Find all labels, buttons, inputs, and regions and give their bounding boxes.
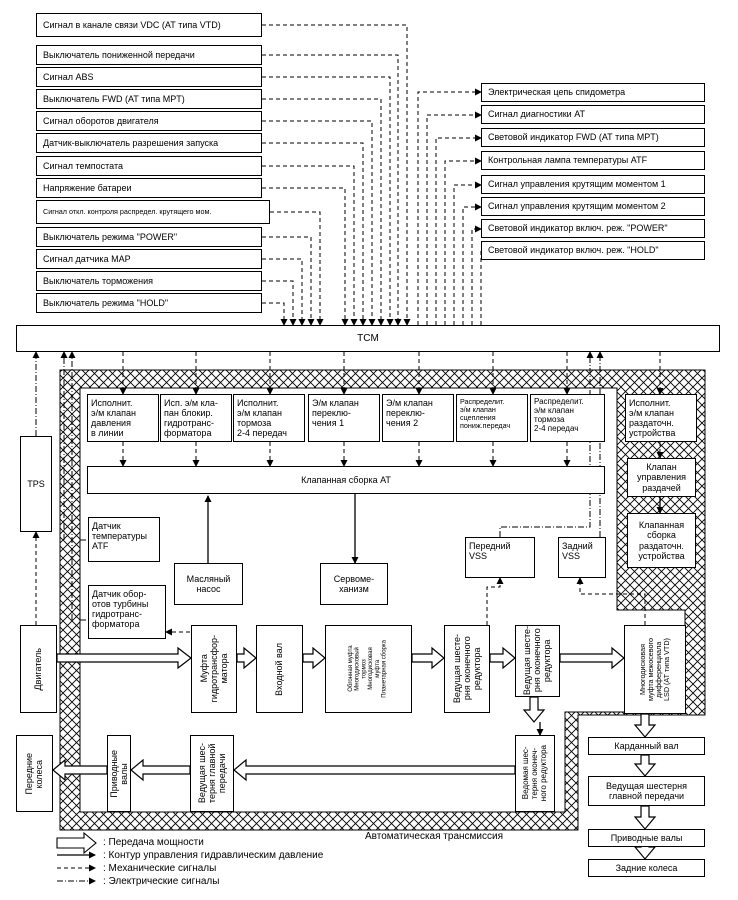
transfer-control-valve: Клапан управления раздачей	[627, 458, 696, 497]
reduction-drive-gear-2: Ведущая шесте- рня оконечного редуктора	[515, 625, 560, 697]
automatic-transmission-label: Автоматическая трансмиссия	[365, 831, 503, 842]
input-power-switch: Выключатель режима "POWER"	[36, 227, 262, 247]
output-torque-control-1: Сигнал управления крутящим моментом 1	[481, 175, 705, 194]
output-hold-indicator: Световой индикатор включ. реж. "HOLD"	[481, 241, 705, 260]
output-signal-lines	[417, 88, 482, 325]
tps-sensor: TPS	[20, 436, 52, 532]
solenoid-2-4-brake-timing: Распределит. э/м клапан тормоза 2-4 пере…	[530, 394, 605, 442]
input-kickdown-switch: Выключатель пониженной передачи	[36, 45, 262, 65]
solenoid-transfer-duty: Исполнит. э/м клапан раздаточн. устройст…	[625, 394, 697, 442]
input-inhibitor-switch: Датчик-выключатель разрешения запуска	[36, 133, 262, 153]
engine: Двигатель	[20, 625, 57, 713]
mechanical-lines	[32, 531, 646, 636]
input-map-sensor: Сигнал датчика MAP	[36, 249, 262, 269]
output-power-indicator: Световой индикатор включ. реж. "POWER"	[481, 219, 705, 238]
legend-symbols	[56, 831, 97, 885]
legend-mechanical-signals: : Механические сигналы	[103, 863, 217, 874]
hydraulic-lines	[204, 494, 664, 736]
electrical-lines	[32, 351, 604, 621]
input-shaft: Входной вал	[256, 625, 303, 713]
power-flow-arrows	[52, 646, 657, 860]
tcm-unit: TCM	[16, 325, 720, 352]
at-valve-body: Клапанная сборка АТ	[87, 466, 605, 494]
front-wheels: Передние колеса	[16, 735, 53, 812]
front-final-drive-gear: Ведущая шес- терня главной передачи	[190, 735, 234, 812]
input-brake-switch: Выключатель торможения	[36, 271, 262, 291]
solenoid-lockup: Исп. э/м кла- пан блокир. гидротранс- фо…	[160, 394, 232, 442]
legend-hydraulic-control: : Контур управления гидравлическим давле…	[103, 850, 324, 861]
input-fwd-switch: Выключатель FWD (АТ типа MPT)	[36, 89, 262, 109]
output-speedometer: Электрическая цепь спидометра	[481, 83, 705, 102]
solenoid-low-clutch-timing: Распределит. э/м клапан сцепления пониж.…	[456, 394, 528, 442]
torque-converter-clutch: Муфта гидротрансфор- матора	[191, 625, 237, 713]
solenoid-shift-2: Э/м клапан переклю- чения 2	[382, 394, 454, 442]
input-vdc-signal: Сигнал в канале связи VDC (АТ типа VTD)	[36, 13, 262, 37]
solenoid-2-4-brake-duty: Исполнит. э/м клапан тормоза 2-4 передач	[233, 394, 305, 442]
solenoid-line-pressure: Исполнит. э/м клапан давления в линии	[87, 394, 159, 442]
transfer-valve-body: Клапанная сборка раздаточн. устройства	[627, 513, 696, 568]
reduction-driven-gear: Ведомая шес- терня оконеч- ного редуктор…	[515, 735, 555, 812]
input-hold-switch: Выключатель режима "HOLD"	[36, 293, 262, 313]
reduction-drive-gear: Ведущая шесте- рня оконечного редуктора	[444, 625, 490, 713]
rear-wheels: Задние колеса	[588, 859, 705, 877]
oil-pump: Масляный насос	[174, 563, 243, 605]
center-differential-lsd: Многодисковая муфта межосевого дифференц…	[624, 625, 686, 714]
output-torque-control-2: Сигнал управления крутящим моментом 2	[481, 197, 705, 216]
propeller-shaft: Карданный вал	[588, 737, 705, 755]
output-diagnosis: Сигнал диагностики AT	[481, 105, 705, 124]
solenoid-shift-1: Э/м клапан переклю- чения 1	[308, 394, 380, 442]
legend-electrical-signals: : Электрические сигналы	[103, 876, 220, 887]
output-atf-temp-lamp: Контрольная лампа температуры ATF	[481, 151, 705, 170]
output-fwd-indicator: Световой индикатор FWD (АТ типа MPT)	[481, 128, 705, 147]
front-vss: Передний VSS	[465, 537, 535, 578]
input-cruise-signal: Сигнал темпостата	[36, 156, 262, 176]
input-abs-signal: Сигнал ABS	[36, 67, 262, 87]
rear-final-drive-gear: Ведущая шестерня главной передачи	[588, 776, 705, 806]
input-battery-voltage: Напряжение батареи	[36, 178, 262, 198]
turbine-speed-sensor: Датчик обор- отов турбины гидротранс- фо…	[88, 585, 166, 639]
input-signal-lines	[262, 24, 411, 326]
atf-temperature-sensor: Датчик температуры ATF	[88, 517, 160, 562]
input-engine-speed: Сигнал оборотов двигателя	[36, 111, 262, 131]
rear-vss: Задний VSS	[558, 537, 606, 578]
servo-mechanism: Сервоме- ханизм	[320, 563, 388, 605]
front-axle-shafts: Приводные валы	[107, 735, 131, 812]
legend-power-transmission: : Передача мощности	[103, 837, 204, 848]
input-torque-split-off: Сигнал откл. контроля распредел. крутяще…	[36, 200, 270, 224]
clutch-planetary-assembly: Обгонная муфта Многодисковый тормоз Мног…	[325, 625, 412, 713]
tcm-solenoid-lines	[119, 352, 664, 467]
rear-axle-shafts: Приводные валы	[588, 829, 705, 847]
